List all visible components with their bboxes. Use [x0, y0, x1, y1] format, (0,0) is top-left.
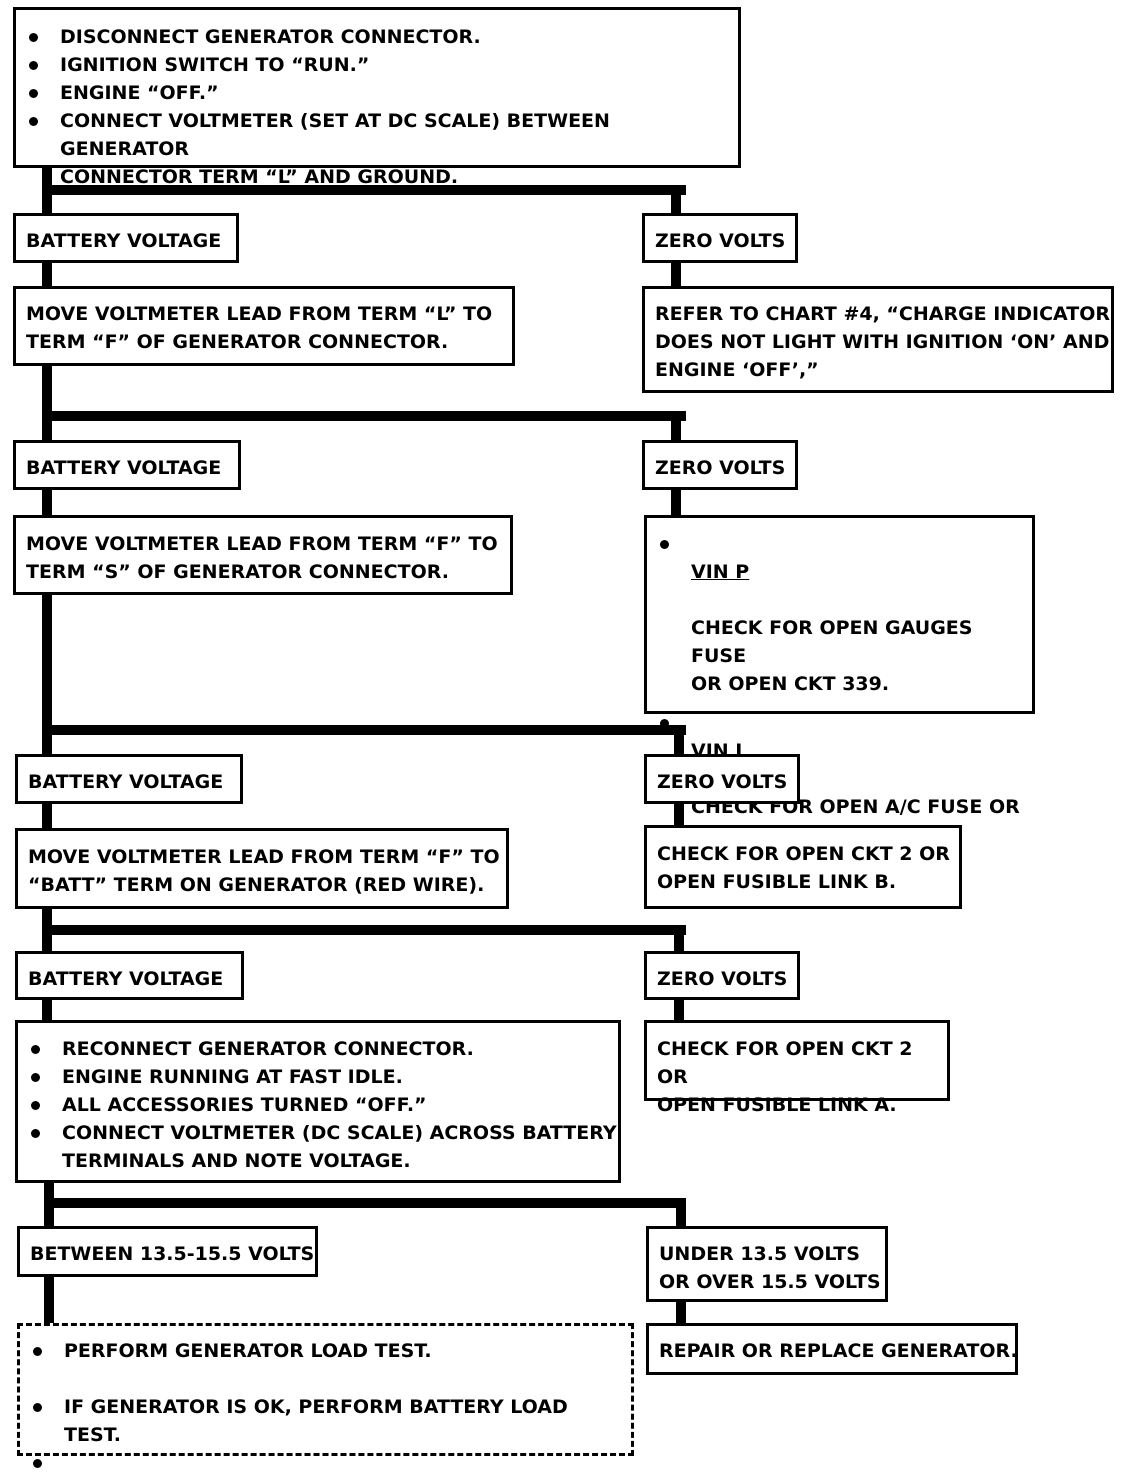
branch4-left-action: RECONNECT GENERATOR CONNECTOR. ENGINE RU…: [15, 1020, 621, 1183]
connector-line: [42, 260, 52, 288]
branch4-step: RECONNECT GENERATOR CONNECTOR.: [28, 1035, 617, 1063]
branch4-step: CONNECT VOLTMETER (DC SCALE) ACROSS BATT…: [28, 1119, 617, 1175]
branch4-step: ALL ACCESSORIES TURNED “OFF.”: [28, 1091, 617, 1119]
branch2-left-label-text: BATTERY VOLTAGE: [26, 457, 222, 479]
connector-line: [671, 260, 681, 288]
start-step: CONNECT VOLTMETER (SET AT DC SCALE) BETW…: [26, 107, 738, 191]
branch5-left-label-text: BETWEEN 13.5-15.5 VOLTS: [30, 1243, 315, 1265]
branch1-left-label-text: BATTERY VOLTAGE: [26, 230, 222, 252]
branch1-right-label-text: ZERO VOLTS: [655, 230, 786, 252]
branch4-left-label: BATTERY VOLTAGE: [15, 951, 244, 1000]
branch5-step: PERFORM GENERATOR LOAD TEST.: [30, 1337, 631, 1365]
branch5-step: [30, 1449, 631, 1477]
branch4-left-label-text: BATTERY VOLTAGE: [28, 968, 224, 990]
connector-line: [674, 725, 684, 757]
branch1-left-action: MOVE VOLTMETER LEAD FROM TERM “L” TO TER…: [13, 286, 515, 366]
branch3-right-action-text: CHECK FOR OPEN CKT 2 OR OPEN FUSIBLE LIN…: [657, 843, 950, 893]
branch3-right-label: ZERO VOLTS: [644, 754, 800, 804]
connector-line: [674, 801, 684, 828]
branch2-right-action: VIN P CHECK FOR OPEN GAUGES FUSE OR OPEN…: [644, 515, 1035, 846]
branch2-left-action: MOVE VOLTMETER LEAD FROM TERM “F” TO TER…: [13, 515, 513, 595]
connector-line: [42, 411, 686, 421]
connector-line: [671, 411, 681, 443]
start-step: ENGINE “OFF.”: [26, 79, 738, 107]
start-step: IGNITION SWITCH TO “RUN.”: [26, 51, 738, 79]
branch4-right-label: ZERO VOLTS: [644, 951, 800, 1000]
branch1-left-action-text: MOVE VOLTMETER LEAD FROM TERM “L” TO TER…: [26, 303, 493, 353]
branch2-right-label: ZERO VOLTS: [642, 440, 798, 490]
branch4-step: ENGINE RUNNING AT FAST IDLE.: [28, 1063, 617, 1091]
branch3-left-label: BATTERY VOLTAGE: [15, 754, 243, 804]
branch5-right-action-text: REPAIR OR REPLACE GENERATOR.: [659, 1340, 1018, 1362]
start-steps-box: DISCONNECT GENERATOR CONNECTOR. IGNITION…: [13, 7, 741, 188]
branch5-right-label: UNDER 13.5 VOLTS OR OVER 15.5 VOLTS: [646, 1226, 888, 1302]
connector-line: [676, 1198, 686, 1229]
connector-line: [42, 997, 52, 1023]
branch3-left-label-text: BATTERY VOLTAGE: [28, 771, 224, 793]
branch1-right-label: ZERO VOLTS: [642, 213, 798, 263]
vin-title: VIN P: [691, 561, 750, 583]
vin-item: VIN P CHECK FOR OPEN GAUGES FUSE OR OPEN…: [657, 530, 1032, 698]
connector-line: [42, 925, 686, 935]
branch5-left-label: BETWEEN 13.5-15.5 VOLTS: [17, 1226, 318, 1277]
branch3-right-action: CHECK FOR OPEN CKT 2 OR OPEN FUSIBLE LIN…: [644, 825, 962, 909]
branch3-left-action-text: MOVE VOLTMETER LEAD FROM TERM “F” TO “BA…: [28, 846, 500, 896]
connector-line: [44, 1198, 686, 1208]
branch3-left-action: MOVE VOLTMETER LEAD FROM TERM “F” TO “BA…: [15, 828, 509, 909]
branch2-left-label: BATTERY VOLTAGE: [13, 440, 241, 490]
connector-line: [42, 725, 686, 735]
branch1-right-action: REFER TO CHART #4, “CHARGE INDICATOR DOE…: [642, 286, 1114, 393]
branch1-left-label: BATTERY VOLTAGE: [13, 213, 239, 263]
connector-line: [44, 1274, 54, 1327]
branch5-left-action: PERFORM GENERATOR LOAD TEST. IF GENERATO…: [17, 1323, 634, 1468]
branch2-right-label-text: ZERO VOLTS: [655, 457, 786, 479]
connector-line: [676, 1298, 686, 1326]
connector-line: [674, 997, 684, 1023]
connector-line: [671, 487, 681, 518]
branch2-left-action-text: MOVE VOLTMETER LEAD FROM TERM “F” TO TER…: [26, 533, 498, 583]
branch4-right-action-text: CHECK FOR OPEN CKT 2 OR OPEN FUSIBLE LIN…: [657, 1038, 913, 1116]
connector-line: [671, 185, 681, 215]
branch5-right-label-text: UNDER 13.5 VOLTS OR OVER 15.5 VOLTS: [659, 1243, 881, 1293]
branch4-right-action: CHECK FOR OPEN CKT 2 OR OPEN FUSIBLE LIN…: [644, 1020, 950, 1116]
connector-line: [42, 185, 686, 195]
branch5-right-action: REPAIR OR REPLACE GENERATOR.: [646, 1323, 1018, 1375]
start-step: DISCONNECT GENERATOR CONNECTOR.: [26, 23, 738, 51]
connector-line: [42, 364, 52, 444]
branch5-step: IF GENERATOR IS OK, PERFORM BATTERY LOAD…: [30, 1393, 631, 1449]
connector-line: [42, 592, 52, 757]
connector-line: [674, 925, 684, 957]
branch4-right-label-text: ZERO VOLTS: [657, 968, 788, 990]
vin-text: CHECK FOR OPEN GAUGES FUSE OR OPEN CKT 3…: [691, 617, 973, 695]
branch1-right-action-text: REFER TO CHART #4, “CHARGE INDICATOR DOE…: [655, 303, 1110, 381]
branch3-right-label-text: ZERO VOLTS: [657, 771, 788, 793]
connector-line: [42, 487, 52, 518]
connector-line: [42, 801, 52, 831]
